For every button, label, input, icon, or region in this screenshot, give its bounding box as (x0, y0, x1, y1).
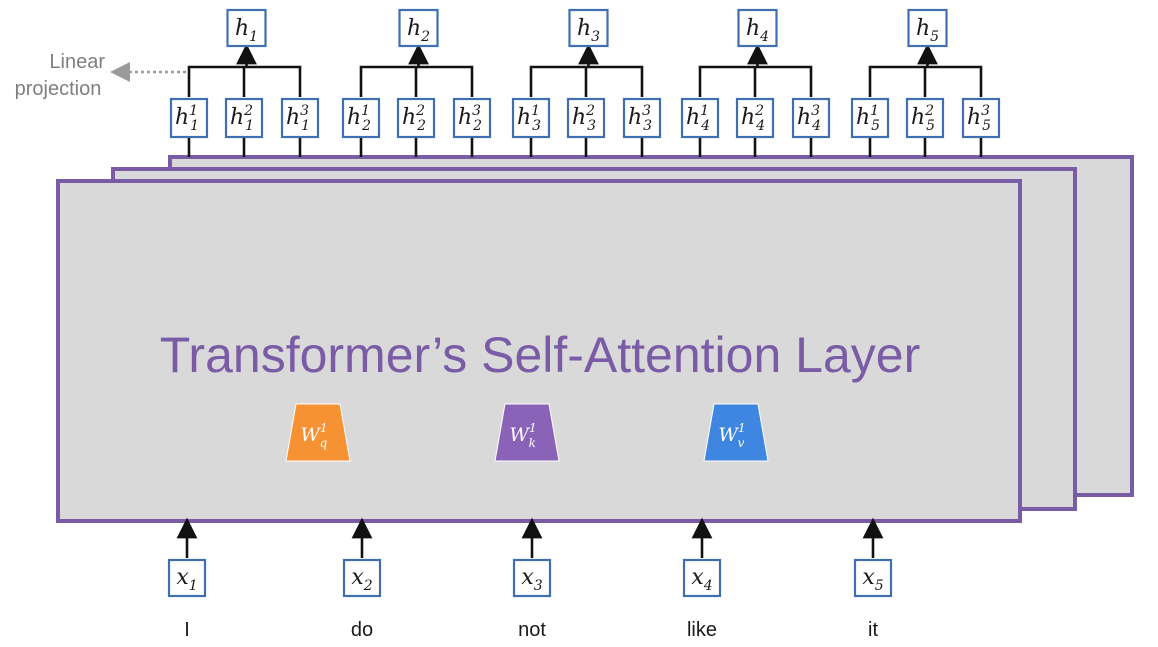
input-box-3 (512, 558, 552, 598)
attention-layer-front (56, 179, 1022, 523)
head-combiner-4 (698, 65, 813, 97)
input-symbol-4: x4 (691, 565, 712, 594)
output-symbol-5: h5 (916, 16, 939, 45)
head-box-4-1 (680, 97, 720, 139)
head-box-2-2 (396, 97, 436, 139)
head-box-1-1 (169, 97, 209, 139)
head-box-3-3 (622, 97, 662, 139)
head-box-5-3 (961, 97, 1001, 139)
input-word-2: do (351, 619, 373, 641)
head-box-3-1 (511, 97, 551, 139)
input-word-3: not (518, 619, 546, 641)
output-symbol-4: h4 (746, 16, 769, 45)
input-symbol-5: x5 (862, 565, 883, 594)
weight-v-shape (703, 403, 769, 462)
head-box-1-2 (224, 97, 264, 139)
output-box-2 (398, 8, 439, 48)
head-box-3-2 (566, 97, 606, 139)
head-combiner-2 (359, 65, 474, 97)
input-symbol-3: x3 (521, 565, 542, 594)
input-word-4: like (687, 619, 717, 641)
input-box-1 (167, 558, 207, 598)
input-box-4 (682, 558, 722, 598)
weight-q-shape (285, 403, 351, 462)
head-box-4-2 (735, 97, 775, 139)
output-box-3 (568, 8, 609, 48)
input-word-5: it (868, 619, 878, 641)
head-combiner-3 (529, 65, 644, 97)
head-combiner-1 (187, 65, 302, 97)
input-box-2 (342, 558, 382, 598)
input-symbol-1: x1 (176, 565, 197, 594)
head-box-1-3 (280, 97, 320, 139)
input-box-5 (853, 558, 893, 598)
output-symbol-3: h3 (577, 16, 600, 45)
output-symbol-2: h2 (407, 16, 430, 45)
output-box-1 (226, 8, 267, 48)
input-word-1: I (184, 619, 190, 641)
head-box-5-2 (905, 97, 945, 139)
head-box-2-1 (341, 97, 381, 139)
output-box-4 (737, 8, 778, 48)
head-combiner-5 (868, 65, 983, 97)
output-box-5 (907, 8, 948, 48)
weight-k-shape (494, 403, 560, 462)
input-symbol-2: x2 (351, 565, 372, 594)
head-box-5-1 (850, 97, 890, 139)
linear-projection-note: Linear projection (15, 51, 111, 100)
head-box-2-3 (452, 97, 492, 139)
layer-title: Transformer’s Self-Attention Layer (160, 327, 921, 383)
output-symbol-1: h1 (235, 16, 258, 45)
head-box-4-3 (791, 97, 831, 139)
